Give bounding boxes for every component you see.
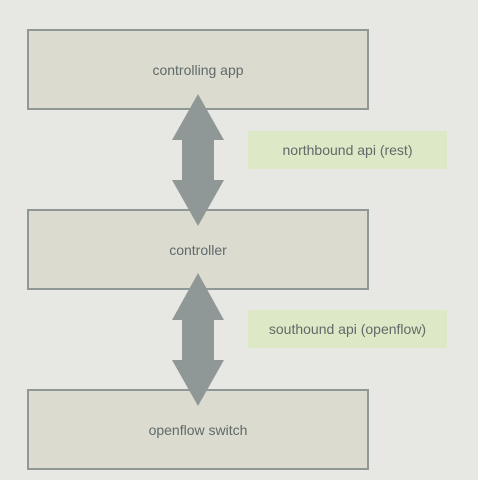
south-double-arrow	[172, 273, 224, 406]
node-controlling-app: controlling app	[27, 29, 369, 110]
edge-label-northbound: northbound api (rest)	[248, 131, 447, 169]
edge-label-text: southound api (openflow)	[268, 321, 427, 337]
node-openflow-switch: openflow switch	[27, 389, 369, 470]
node-controller: controller	[27, 209, 369, 290]
node-label: controlling app	[152, 61, 244, 78]
node-label: openflow switch	[148, 421, 248, 438]
node-label: controller	[169, 241, 227, 258]
north-double-arrow	[172, 94, 224, 226]
edge-label-text: northbound api (rest)	[282, 142, 413, 158]
edge-label-southbound: southound api (openflow)	[248, 310, 447, 348]
